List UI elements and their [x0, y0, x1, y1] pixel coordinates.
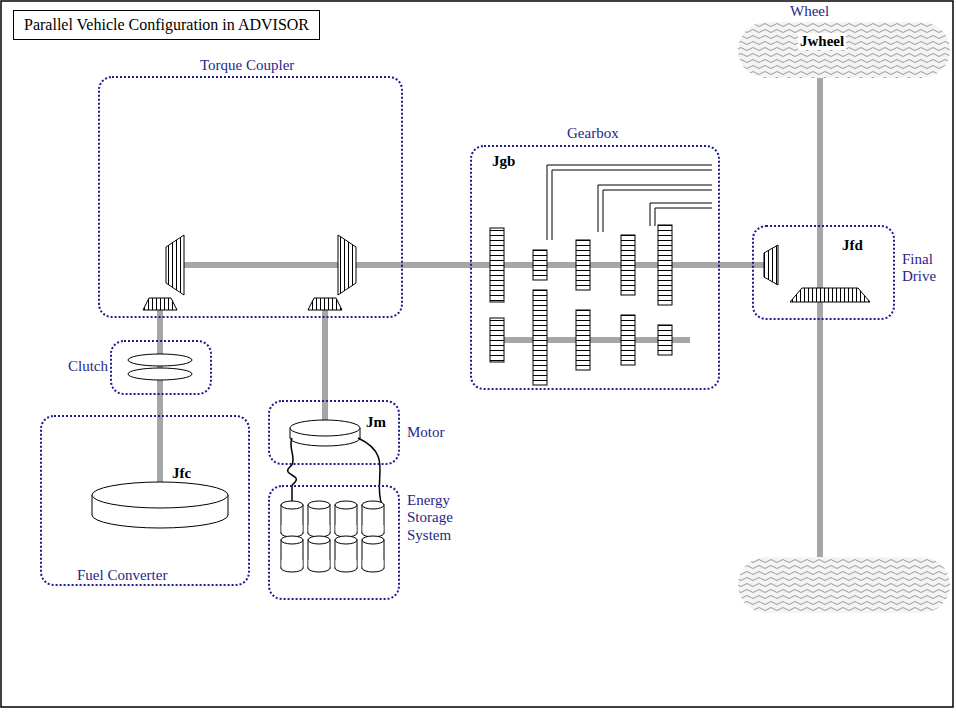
battery-cell	[362, 501, 384, 509]
clutch-plate	[128, 354, 192, 366]
axle	[817, 225, 823, 557]
wheel-shape	[738, 22, 950, 78]
gear	[490, 228, 504, 302]
shift-rail	[547, 165, 712, 240]
battery-cell	[281, 536, 303, 544]
battery-cell	[363, 525, 384, 533]
part-label: Motor	[407, 424, 445, 441]
flywheel	[92, 495, 93, 515]
inertia-label: Jfc	[172, 465, 191, 482]
gear	[576, 240, 590, 290]
shift-rail	[650, 203, 712, 226]
energy-storage-system: Energy Storage System	[268, 485, 400, 600]
wire	[291, 438, 293, 465]
drive-shaft	[157, 318, 163, 340]
part-label: Gearbox	[567, 125, 619, 142]
inertia-label: Jm	[366, 414, 386, 431]
part-label: Wheel	[790, 3, 829, 20]
battery-cell	[363, 560, 384, 568]
title-box: Parallel Vehicle Configuration in ADVISO…	[13, 10, 320, 40]
drive-shaft	[403, 262, 470, 268]
part-label: Final Drive	[902, 251, 952, 286]
wheel	[738, 557, 950, 613]
battery-cell	[335, 536, 357, 544]
final-drive: Final DriveJfd	[752, 225, 895, 320]
inertia-label: Jfd	[842, 237, 863, 254]
battery-cell	[282, 560, 303, 568]
clutch-plate	[128, 368, 192, 380]
wire	[358, 438, 382, 505]
flywheel	[92, 482, 228, 508]
bevel-gear	[143, 298, 177, 310]
motor: MotorJm	[268, 400, 400, 465]
battery-cell	[282, 525, 303, 533]
battery-cell	[335, 501, 357, 509]
ring-gear	[790, 288, 870, 302]
gearbox: GearboxJgb	[470, 145, 720, 390]
part-label: Fuel Converter	[77, 567, 167, 584]
gear	[621, 315, 635, 365]
part-label: Energy Storage System	[407, 492, 481, 544]
part-label: Torque Coupler	[200, 57, 294, 74]
drive-shaft	[322, 318, 328, 400]
fuel-converter: Fuel Converter Jfc	[40, 415, 250, 586]
gear	[658, 325, 672, 355]
battery-cell	[336, 525, 357, 533]
battery-cell	[362, 536, 384, 544]
drive-shaft	[720, 262, 752, 268]
inertia-label: Jgb	[492, 153, 515, 170]
shift-rail	[603, 190, 712, 232]
part-label: Clutch	[68, 358, 108, 375]
battery-cell	[309, 525, 330, 533]
gear	[658, 225, 672, 305]
drive-shaft	[157, 395, 163, 415]
shift-rail	[655, 208, 712, 226]
wire	[291, 485, 293, 503]
shift-rail	[598, 185, 712, 232]
bevel-gear	[338, 235, 356, 295]
torque-coupler: Torque Coupler	[98, 76, 403, 318]
bevel-gear	[166, 235, 184, 295]
battery-cell	[308, 501, 330, 509]
battery-cell	[281, 501, 303, 509]
drive-shaft	[817, 78, 823, 225]
shift-rail	[552, 170, 712, 240]
pinion-gear	[764, 245, 778, 285]
gear	[533, 250, 547, 280]
gear	[533, 290, 547, 385]
gear	[621, 235, 635, 295]
shaft	[184, 262, 403, 268]
inertia-label: Jwheel	[798, 33, 846, 50]
gear	[490, 318, 504, 362]
clutch: Clutch	[110, 340, 212, 395]
wheel: WheelJwheel	[738, 22, 950, 78]
motor-rotor	[290, 420, 360, 436]
shaft	[470, 262, 720, 268]
battery-cell	[309, 560, 330, 568]
battery-cell	[308, 536, 330, 544]
bevel-gear	[308, 298, 342, 310]
flywheel	[228, 495, 229, 515]
gear	[576, 310, 590, 370]
battery-cell	[336, 560, 357, 568]
power-wire	[288, 465, 297, 485]
